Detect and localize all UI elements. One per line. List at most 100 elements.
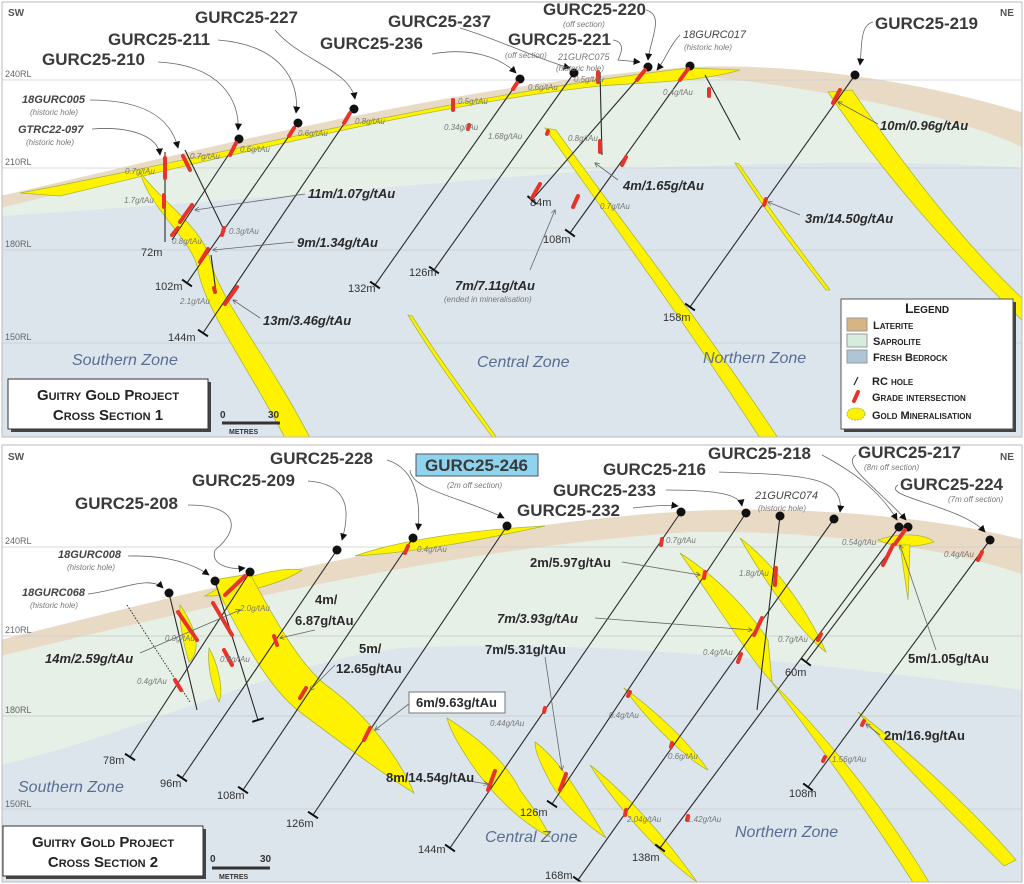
legend-item: Laterite	[873, 320, 914, 332]
grade-intersections	[173, 528, 984, 822]
title-line-1: Guitry Gold Project	[32, 834, 174, 851]
scale-unit: METRES	[219, 874, 249, 881]
hole-note: (historic hole)	[758, 504, 806, 513]
title-box: Guitry Gold Project Cross Section 2	[2, 825, 206, 879]
intercept-label: 6.87g/tAu	[295, 613, 354, 628]
grade-label: 2.04g/tAu	[626, 815, 662, 824]
depth-label: 84m	[530, 197, 551, 209]
legend-item: Saprolite	[873, 336, 921, 348]
hole-label: GURC25-217	[858, 443, 961, 462]
rl-label: 150RL	[5, 332, 32, 342]
hole-label: GURC25-233	[553, 481, 656, 500]
end-of-hole-tick	[654, 843, 666, 853]
intercept-label: 10m/0.96g/tAu	[880, 118, 968, 133]
collar-marker	[676, 507, 686, 517]
intercept-label: 11m/1.07g/tAu	[308, 186, 395, 201]
hole-note: (historic hole)	[67, 563, 115, 572]
direction-sw: SW	[8, 8, 25, 19]
direction-sw: SW	[8, 452, 25, 463]
hole-label: GURC25-237	[388, 12, 491, 31]
hole-label: GURC25-216	[603, 460, 706, 479]
grade-intersection-mark	[173, 678, 183, 692]
hole-label: GURC25-224	[900, 475, 1004, 494]
rc-hole-trace	[531, 66, 649, 201]
end-of-hole-tick	[176, 773, 188, 783]
rl-label: 210RL	[5, 625, 32, 635]
rc-hole-trace	[689, 74, 856, 308]
hole-label: GURC25-221	[508, 30, 611, 49]
grade-label: 1.42g/tAu	[687, 815, 722, 824]
grade-label: 0.6g/tAu	[298, 129, 328, 138]
cross-section-2: SW NE 240RL 210RL 180RL 150RL GURC25-208…	[1, 443, 1023, 883]
depth-label: 108m	[543, 234, 571, 246]
grade-intersection-mark	[976, 550, 984, 562]
depth-label: 78m	[103, 755, 124, 767]
hole-label: GURC25-236	[320, 34, 423, 53]
grade-intersection-mark	[223, 574, 247, 597]
rl-label: 150RL	[5, 799, 32, 809]
grade-intersection-mark	[342, 111, 352, 125]
end-of-hole-tick	[572, 875, 583, 882]
grade-intersection-mark	[362, 726, 372, 742]
rc-hole-trace	[210, 254, 217, 293]
grade-intersection-mark	[198, 247, 210, 264]
end-of-hole-tick	[197, 328, 209, 338]
grade-intersection-mark	[762, 197, 768, 207]
grade-intersections	[162, 67, 842, 306]
rc-hole-trace	[181, 549, 338, 779]
grade-intersection-mark	[685, 814, 690, 822]
rc-hole-trace	[168, 592, 198, 711]
highlighted-hole-box: GURC25-246	[415, 453, 539, 477]
legend-item: Grade intersection	[872, 392, 966, 404]
end-of-hole-tick	[684, 302, 696, 312]
grade-intersection-mark	[736, 652, 743, 664]
collar-marker	[245, 567, 255, 577]
direction-ne: NE	[1000, 8, 1014, 19]
collar-marker	[164, 588, 174, 598]
grade-intersection-mark	[178, 203, 194, 224]
grade-label: 0.5g/tAu	[574, 75, 604, 84]
rc-hole-trace	[756, 515, 781, 711]
intercept-label: 2m/5.97g/tAu	[530, 555, 611, 570]
rl-label: 210RL	[5, 157, 32, 167]
grade-labels: 0.4g/tAu 2.0g/tAu 0.9g/tAu 0.8g/tAu 0.4g…	[137, 536, 974, 824]
depth-label: 158m	[663, 312, 691, 324]
intercept-label: 5m/1.05g/tAu	[908, 651, 989, 666]
grade-intersection-mark	[212, 286, 217, 294]
zone-label: Northern Zone	[735, 824, 838, 841]
scale-max: 30	[268, 410, 280, 421]
collar-marker	[894, 522, 904, 532]
intercept-label: 7m/7.11g/tAu	[455, 278, 535, 293]
end-of-hole-tick	[546, 799, 558, 809]
zone-label: Central Zone	[477, 354, 570, 371]
rc-hole-trace	[577, 518, 835, 881]
depth-label: 60m	[785, 667, 806, 679]
gold-mineralisation-icon	[846, 407, 866, 421]
hole-label: 18GURC008	[58, 549, 122, 561]
grade-label: 0.7g/tAu	[600, 202, 630, 211]
collar-marker	[829, 514, 839, 524]
grade-labels: 0.7g/tAu 0.7g/tAu 0.6g/tAu 0.6g/tAu 0.8g…	[124, 75, 693, 306]
grade-intersection-mark	[635, 68, 647, 82]
rc-holes	[124, 507, 995, 882]
hole-label: GURC25-246	[425, 456, 528, 475]
grade-label: 0.8g/tAu	[220, 655, 250, 664]
collar-marker	[502, 521, 512, 531]
grade-intersection-mark	[752, 616, 764, 637]
grade-intersection-mark	[702, 570, 707, 580]
intercept-label: 4m/	[315, 592, 338, 607]
grade-intersection-mark	[298, 686, 308, 700]
section-frame	[1, 444, 1023, 883]
depth-label: 108m	[217, 790, 245, 802]
end-of-hole-tick	[237, 785, 249, 795]
rc-hole-icon	[853, 376, 859, 386]
depth-labels: 78m 96m 108m 126m 144m 126m 138m 168m 60…	[103, 667, 817, 882]
grade-intersection-mark	[220, 226, 226, 237]
intercept-label: 3m/14.50g/tAu	[805, 211, 893, 226]
scale-bar: 0 30 METRES	[220, 410, 280, 436]
grade-intersection-icon	[852, 390, 860, 403]
hole-label: GURC25-227	[195, 8, 298, 27]
intercept-label: 6m/9.63g/tAu	[416, 695, 497, 710]
collar-marker	[293, 118, 303, 128]
collar-marker	[741, 508, 751, 518]
